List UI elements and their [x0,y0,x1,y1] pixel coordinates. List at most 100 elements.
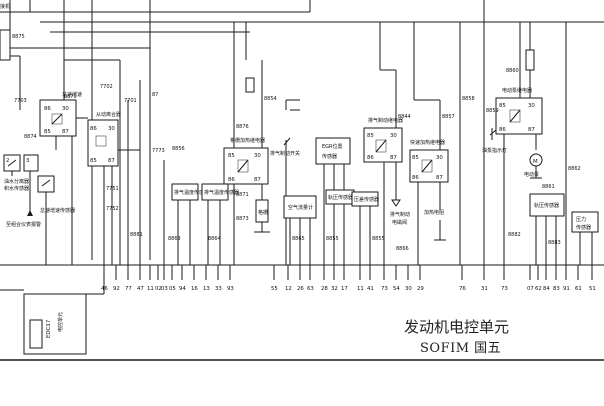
wire-code: 7751 [106,186,119,192]
wire-code: 8870 [64,94,77,100]
oil-water-sensor-label-b: 积水传感器 [4,185,29,192]
exhaust-pressure-label: 压差传感器 [354,196,379,203]
brake-switch-label: 排气制动开关 [270,150,300,157]
pressure-sensor-label-b: 传感器 [576,224,591,231]
wire-code: 8871 [236,192,249,198]
pressure-sensor-label-a: 压力 [576,216,586,223]
pin-number: 12 [285,286,292,292]
wire-code: 8854 [264,96,277,102]
oil-pump-switch-label: 油泵指示灯 [482,147,507,154]
grid-heater-relay-label: 格栅加热继电器 [230,137,265,144]
wire-code: 8857 [442,114,455,120]
egr-sensor-label-b: 传感器 [322,153,337,160]
svg-text:86: 86 [412,175,419,181]
svg-text:85: 85 [44,129,51,135]
wire-code: 8856 [172,146,185,152]
exhaust-brake-relay: 排气制动继电器 85 30 86 87 排气制动 电磁阀 压差传感器 [351,69,410,265]
pin-number: 62 [535,286,542,292]
svg-text:30: 30 [254,153,261,159]
svg-text:30: 30 [390,133,397,139]
pin-number: 77 [125,286,132,292]
svg-text:M: M [533,159,538,165]
svg-text:87: 87 [108,158,115,164]
wire-code: 87 [152,92,158,98]
rail-pressure-label: 轨压传感器 [328,194,353,201]
diagram-title-line2: SOFIM 国五 [420,341,501,356]
pin-number: 28 [321,286,328,292]
pin-number: 31 [481,286,488,292]
top-left-fragment: 接机 [0,3,10,10]
pin-number: 41 [367,286,374,292]
exhaust-temp-1-label: 排气温度传感器 [174,189,209,196]
svg-text:30: 30 [436,155,443,161]
exhaust-brake-valve-label-b: 电磁阀 [392,219,407,226]
fast-heat-relay: 快速加热继电器 85 30 86 87 加热电阻 [409,99,449,265]
pin-number: 47 [137,286,144,292]
egr-sensor-label-a: EGR位置 [322,143,343,150]
svg-text:86: 86 [367,155,374,161]
pin-number: 07 [527,286,534,292]
pin-number: 13 [203,286,210,292]
svg-text:85: 85 [90,158,97,164]
top-bus-lines [0,0,604,361]
clutch-switch-label: 从动离合器 [96,111,121,118]
pin-number: 93 [227,286,234,292]
svg-text:86: 86 [499,127,506,133]
wire-code: 8862 [568,166,581,172]
svg-text:85: 85 [228,153,235,159]
pin-number: 16 [191,286,198,292]
wire-code: 8876 [236,124,249,130]
svg-text:87: 87 [254,177,261,183]
wire-code: 8855 [326,236,339,242]
heater-resistor-label: 加热电阻 [424,209,444,216]
fuel-rail-sensor-label: 轨压传感器 [534,202,559,209]
pin-number: 11 [147,286,154,292]
svg-text:86: 86 [44,106,51,112]
wire-code: 7703 [14,98,27,104]
pin-number: 05 [169,286,176,292]
wire-code: 8882 [508,232,521,238]
wire-code: 8855 [372,236,385,242]
wire-code: 8864 [208,236,221,242]
wire-code: 8863 [168,236,181,242]
fast-heat-relay-label: 快速加热继电器 [410,139,445,146]
ecu-code: EDC17 [46,320,52,338]
grid-heater-relay: 格栅加热继电器 85 30 86 87 格栅 排气制动开关 [223,60,300,265]
pin-number: 61 [575,286,582,292]
svg-text:87: 87 [528,127,535,133]
svg-text:2: 2 [6,158,9,164]
ecu-box: EDC17 电控单元 [0,265,105,355]
diagram-title-line1: 发动机电控单元 [404,318,509,336]
wire-code: 8866 [396,246,409,252]
svg-text:30: 30 [62,106,69,112]
exhaust-brake-valve-label: 排气制动 [390,211,410,218]
pin-number: 11 [357,286,364,292]
pin-number: 83 [553,286,560,292]
pin-number: 73 [501,286,508,292]
exhaust-temp-sensors: 排气温度传感器 排气温度传感器 [163,160,239,265]
pin-number: 94 [179,286,186,292]
air-flow-meter-label: 空气流量计 [288,204,313,211]
pin-number: 03 [161,286,168,292]
idle-sensor-label: 怠速增速传感器 [40,207,75,214]
pin-number: 51 [589,286,596,292]
svg-text:30: 30 [528,103,535,109]
svg-text:86: 86 [90,126,97,132]
fuel-pump-relay: 电动泵继电器 85 30 86 87 M 电动泵 油泵指示灯 [482,22,543,265]
pin-number: 30 [405,286,412,292]
wire-code: 8874 [24,134,37,140]
wire-code: 8881 [130,232,143,238]
wire-code-labels: 8875 7703 8874 8870 7702 7701 87 7773 88… [12,34,581,252]
wire-code: 7773 [152,148,165,154]
wire-code: 7752 [106,206,119,212]
oil-water-sensor-label-a: 油水分离器 [4,178,29,185]
pin-number: 33 [215,286,222,292]
right-sensors: 轨压传感器 压力 传感器 [529,50,599,265]
svg-text:86: 86 [228,177,235,183]
wire-code: 8865 [292,236,305,242]
